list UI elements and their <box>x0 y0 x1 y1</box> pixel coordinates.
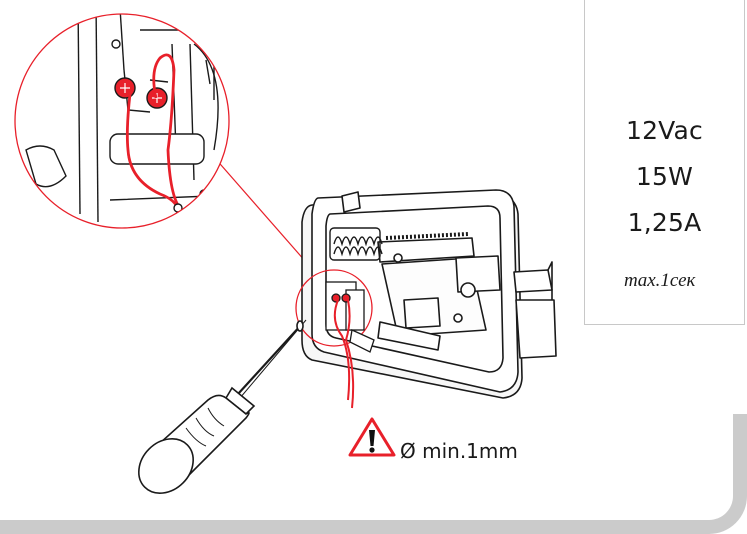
screwdriver <box>138 319 307 494</box>
coil-spring <box>329 227 383 261</box>
zoom-detail-circle <box>15 14 229 228</box>
lock-terminal-block <box>325 281 375 353</box>
warning-triangle-icon <box>348 417 396 457</box>
zoom-detail <box>25 14 219 228</box>
spec-duration: max.1сек <box>624 270 696 291</box>
spec-power: 15W <box>635 162 694 191</box>
spec-voltage: 12Vac <box>625 116 704 145</box>
electric-lock <box>301 189 557 399</box>
lock-wires <box>333 299 355 409</box>
zoom-detail-border <box>14 13 230 229</box>
spec-current: 1,25A <box>627 208 702 237</box>
bottom-frame <box>0 414 747 534</box>
spec-panel: 12Vac 15W 1,25A <box>584 0 745 325</box>
wire-diameter-note: Ø min.1mm <box>400 439 518 463</box>
zoom-target-circle <box>295 269 373 347</box>
illustration <box>14 10 710 494</box>
